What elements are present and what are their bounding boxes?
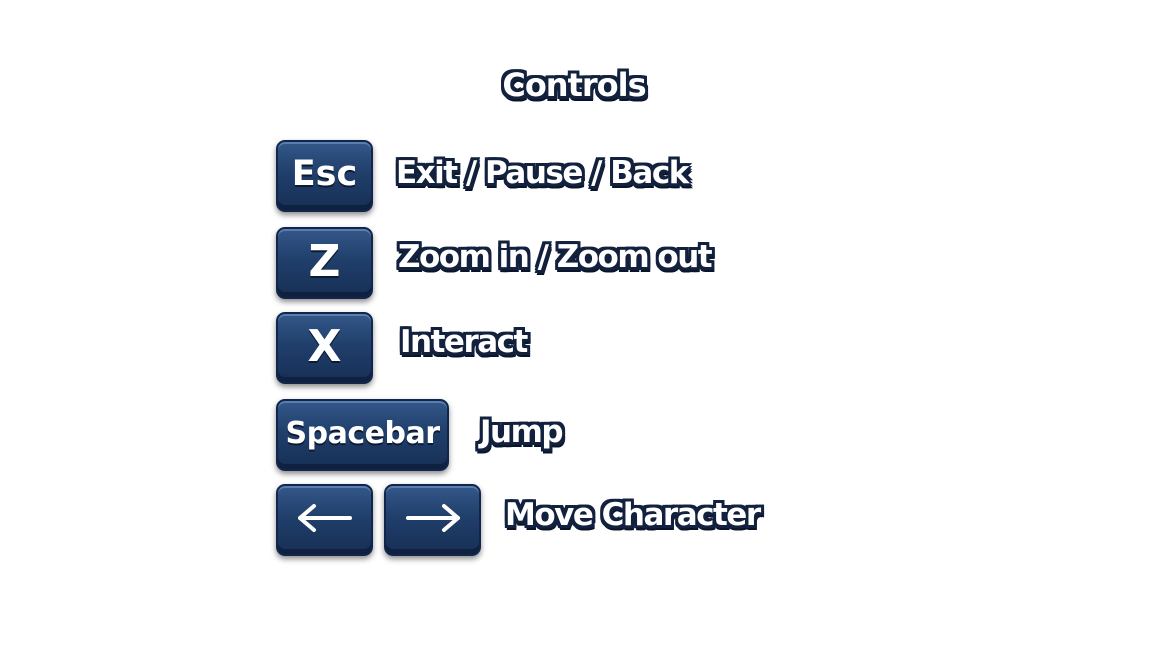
z-key-label: Z bbox=[308, 235, 341, 287]
x-key-label: X bbox=[307, 320, 342, 372]
esc-key-label: Esc bbox=[291, 154, 358, 194]
spacebar-key-label: Spacebar bbox=[285, 415, 440, 451]
right-arrow-key bbox=[384, 484, 481, 556]
esc-action-label: Exit / Pause / Back bbox=[396, 155, 689, 191]
z-action-label: Zoom in / Zoom out bbox=[398, 239, 713, 275]
x-action-label: Interact bbox=[400, 324, 528, 360]
z-key: Z bbox=[276, 227, 373, 299]
spacebar-key: Spacebar bbox=[276, 399, 449, 471]
controls-title: Controls bbox=[0, 66, 1152, 104]
esc-key: Esc bbox=[276, 140, 373, 212]
spacebar-action-label: Jump bbox=[480, 414, 564, 450]
right-arrow-icon bbox=[405, 504, 460, 532]
left-arrow-icon bbox=[297, 504, 352, 532]
left-arrow-key bbox=[276, 484, 373, 556]
arrows-action-label: Move Character bbox=[505, 497, 761, 533]
controls-title-text: Controls bbox=[502, 66, 646, 104]
x-key: X bbox=[276, 312, 373, 384]
